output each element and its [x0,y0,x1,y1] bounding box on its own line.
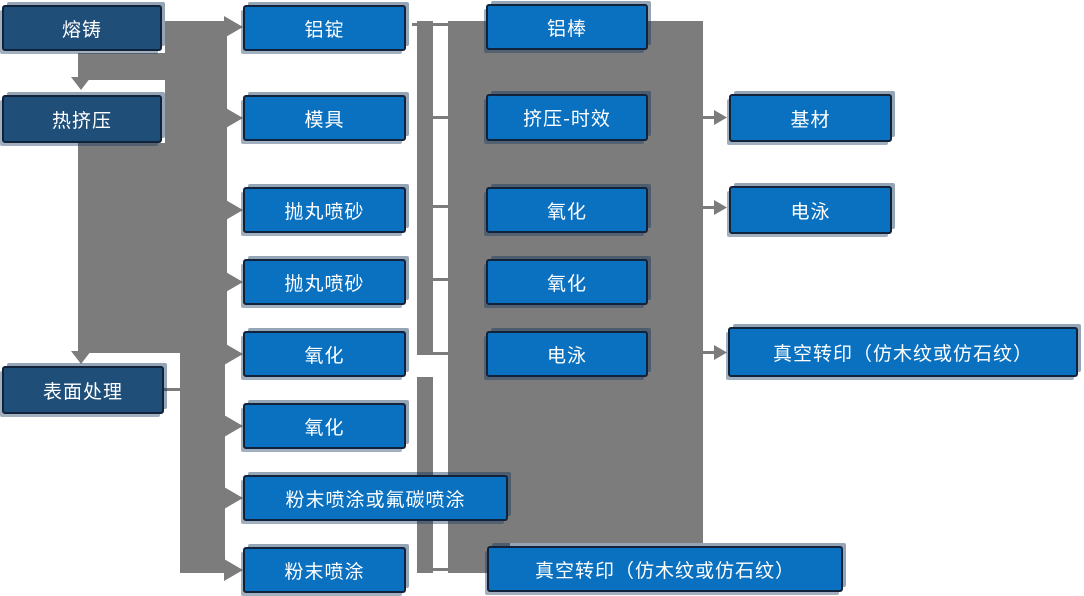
connector-arrow-line [703,351,717,354]
arrow-right-icon [224,16,243,38]
node-base-material: 基材 [729,94,892,142]
node-extrusion-aging: 挤压-时效 [486,94,648,141]
node-oxidation-4: 氧化 [486,259,648,305]
arrow-right-icon [224,415,243,437]
arrow-right-icon [224,343,243,365]
node-melting-casting: 熔铸 [2,5,162,51]
node-electrophoresis-2: 电泳 [729,186,892,234]
node-oxidation-1: 氧化 [243,331,406,377]
arrow-right-icon [224,487,243,509]
arrow-right-icon [714,200,727,215]
node-powder-spraying: 粉末喷涂 [243,547,406,593]
connector-arrow-line [703,206,717,209]
arrow-right-icon [714,345,727,360]
connector-tie-line [433,352,448,355]
node-electrophoresis-1: 电泳 [486,331,648,377]
node-shot-blasting-2: 抛丸喷砂 [243,259,406,305]
node-surface-treatment: 表面处理 [2,366,164,414]
node-vacuum-transfer-2: 真空转印（仿木纹或仿石纹） [728,327,1078,377]
node-vacuum-transfer-1: 真空转印（仿木纹或仿石纹） [487,546,843,592]
arrow-right-icon [224,107,243,129]
connector-tie-line [433,568,448,571]
connector-band-lower-left [180,353,225,573]
connector-tie-line [433,278,448,281]
node-hot-extrusion: 热挤压 [2,95,162,143]
arrow-down-icon [71,77,91,90]
node-oxidation-2: 氧化 [243,403,406,449]
connector-tie-line [412,23,448,26]
connector-arrow-line [703,116,717,119]
connector-band-under-melting [78,53,188,80]
arrow-right-icon [714,110,727,125]
node-aluminum-rod: 铝棒 [486,4,648,50]
node-shot-blasting-1: 抛丸喷砂 [243,187,406,233]
arrow-down-icon [71,351,91,364]
node-powder-or-fluorocarbon-spraying: 粉末喷涂或氟碳喷涂 [243,475,508,521]
node-mold: 模具 [243,95,406,141]
connector-tie-line [433,205,448,208]
arrow-right-icon [224,199,243,221]
connector-tie-line [433,116,448,119]
arrow-right-icon [224,271,243,293]
arrow-right-icon [224,559,243,581]
node-oxidation-3: 氧化 [486,187,648,233]
node-aluminum-ingot: 铝锭 [243,5,406,51]
connector-band-mid-left [78,143,227,353]
connector-stub-surface-treatment [163,388,180,391]
connector-rail-mid-upper [417,21,433,355]
